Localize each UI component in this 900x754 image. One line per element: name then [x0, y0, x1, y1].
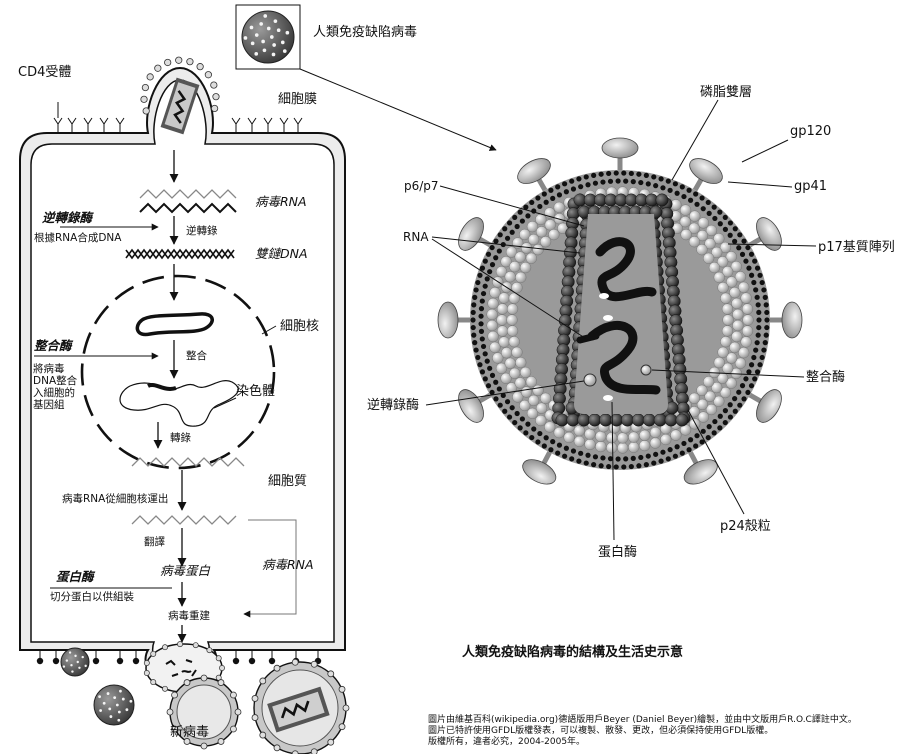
viral-dna-loop: [135, 312, 214, 337]
rna-export-label: 病毒RNA從細胞核運出: [62, 492, 168, 505]
gp120-label: gp120: [790, 124, 831, 139]
rt-description: 根據RNA合成DNA: [34, 231, 122, 244]
budding-virus-contents: [165, 659, 197, 677]
reverse-transcription-label: 逆轉錄: [186, 224, 218, 237]
translation-label: 翻譯: [144, 535, 165, 548]
rna-strand-2: [587, 321, 661, 395]
p17-matrix-label: p17基質陣列: [818, 240, 895, 255]
viral-rna-strand: [139, 189, 237, 199]
gp120-spikes: [437, 137, 803, 485]
new-virus-label: 新病毒: [170, 724, 209, 740]
budding-virus-capsid: [160, 77, 200, 135]
reverse-transcriptase-structure-label: 逆轉錄酶: [367, 397, 419, 413]
integrase-structure-label: 整合酶: [806, 369, 845, 385]
chromosome-label: 染色體: [236, 383, 275, 399]
mature-virus-2: [251, 658, 350, 754]
integrate-label: 整合: [186, 349, 207, 362]
free-virus-small-2: [93, 684, 135, 726]
integrase-description: 將病毒 DNA整合 入細胞的 基因組: [33, 362, 80, 411]
reverse-transcriptase-label: 逆轉錄酶: [42, 210, 95, 225]
integrase-label: 整合酶: [34, 338, 74, 353]
virion-structure: [437, 137, 803, 485]
assembly-label: 病毒重建: [168, 609, 210, 622]
rna-label: RNA: [403, 230, 429, 244]
free-virus-small-1: [60, 647, 90, 677]
phospholipid-bilayer-label: 磷脂雙層: [700, 85, 752, 100]
protease-description: 切分蛋白以供組裝: [50, 590, 134, 603]
viral-rna-side-label: 病毒RNA: [262, 557, 314, 572]
cd4-receptor-label: CD4受體: [18, 65, 71, 80]
viral-rna-label: 病毒RNA: [255, 194, 307, 209]
transcription-label: 轉錄: [170, 431, 191, 444]
protease-label: 蛋白酶: [56, 569, 96, 584]
rna-side-route: [243, 519, 297, 618]
cell-membrane-label: 細胞膜: [278, 92, 317, 107]
phospholipid-bilayer: [470, 170, 770, 470]
gp41-label: gp41: [794, 179, 827, 194]
transcribed-rna: [131, 457, 245, 467]
rna-strand-1: [595, 237, 657, 302]
integrase-protein: [640, 364, 652, 376]
p6p7-label: p6/p7: [404, 179, 439, 193]
protease-structure-label: 蛋白酶: [598, 544, 637, 560]
nucleus-label: 細胞核: [280, 319, 319, 334]
reverse-transcriptase-protein: [583, 373, 597, 387]
mature-virus-1: [166, 674, 242, 750]
viral-protein-label: 病毒蛋白: [160, 563, 211, 578]
double-dna-label: 雙鏈DNA: [255, 246, 308, 261]
exported-rna: [131, 515, 237, 525]
p24-capsid-label: p24殼粒: [720, 519, 771, 534]
inset-title: 人類免疫缺陷病毒: [313, 24, 417, 40]
inset-virus-thumbnail: [235, 4, 301, 70]
cytoplasm-label: 細胞質: [268, 474, 307, 489]
cd4-receptors: [53, 117, 303, 133]
cell-lifecycle: CD4受體 細胞膜 病毒RNA 逆轉錄酶 根據RNA合成DNA 逆轉錄 雙鏈DN…: [18, 56, 350, 754]
capsid-interior: [574, 214, 668, 414]
caption-title: 人類免疫缺陷病毒的結構及生活史示意: [462, 644, 683, 660]
caption-credit: 圖片由維基百科(wikipedia.org)德語版用戶Beyer (Daniel…: [428, 713, 860, 747]
nucleus: [80, 274, 276, 470]
double-stranded-dna: [125, 248, 235, 260]
budding-virus-envelope: [140, 56, 220, 115]
